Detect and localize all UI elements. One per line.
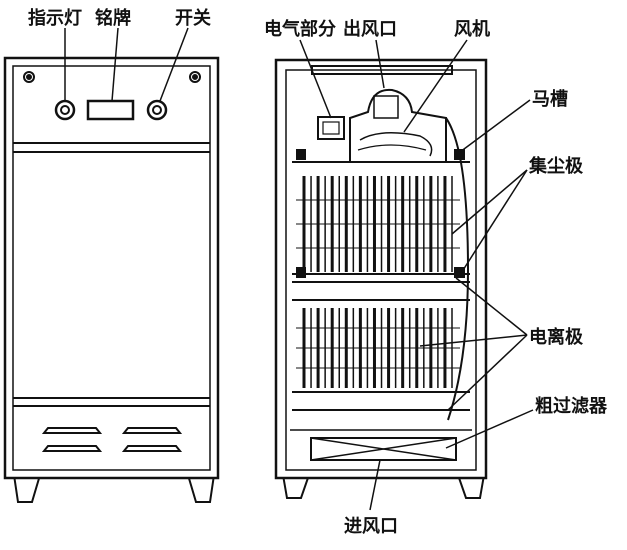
label-ionizer: 电离极	[529, 326, 584, 348]
front-cabinet	[3, 56, 220, 480]
nameplate-plate	[86, 99, 135, 121]
leader-line	[447, 334, 528, 411]
switch-knob-icon	[146, 99, 168, 121]
leader-line	[451, 169, 528, 235]
leader-line	[299, 39, 332, 119]
fan-motor	[373, 95, 399, 119]
vent-slot	[41, 445, 103, 452]
vent-slot	[41, 427, 103, 434]
label-inlet: 进风口	[344, 516, 398, 537]
leader-line	[369, 459, 381, 511]
leader-line	[159, 27, 189, 102]
indicator-light-inner	[60, 105, 70, 115]
section-view	[274, 58, 488, 499]
label-channel: 马槽	[532, 88, 568, 110]
collector-plates-lower	[296, 308, 460, 388]
screw-icon	[26, 74, 32, 80]
screw-icon	[23, 71, 35, 83]
switch-knob-inner	[152, 105, 162, 115]
leader-line	[445, 409, 534, 449]
leader-line	[403, 39, 468, 133]
label-indicator: 指示灯	[28, 7, 82, 29]
front-vents	[41, 427, 183, 452]
front-cabinet-inner	[12, 65, 211, 471]
leader-line	[455, 277, 528, 336]
leader-line	[459, 99, 531, 153]
label-prefilter: 粗过滤器	[535, 395, 608, 417]
leader-line	[457, 169, 528, 279]
leader-line	[419, 334, 528, 347]
channel-bracket-icon	[454, 149, 465, 160]
electrical-box	[322, 121, 340, 135]
collector-plates-upper	[296, 176, 460, 272]
indicator-light-icon	[54, 99, 76, 121]
label-fan: 风机	[454, 19, 490, 40]
channel-bracket-icon	[296, 267, 306, 278]
vent-slot	[121, 445, 183, 452]
air-duct	[445, 117, 470, 421]
labels: 指示灯 铭牌 开关 电气部分 出风口 风机 马槽 集尘极 电离极 粗过滤器 进风…	[28, 7, 608, 537]
filter-cross	[310, 437, 457, 461]
leader-line	[375, 39, 385, 89]
channel-bracket-icon	[296, 149, 306, 160]
front-view	[3, 27, 220, 503]
label-nameplate: 铭牌	[95, 7, 131, 29]
label-electrical: 电气部分	[264, 18, 336, 40]
fan-rotor	[357, 144, 427, 151]
label-collector: 集尘极	[528, 155, 584, 177]
fan-rotor	[359, 132, 433, 157]
label-outlet: 出风口	[343, 18, 397, 40]
leader-line	[111, 27, 119, 102]
section-leaders	[299, 39, 534, 511]
vent-slot	[121, 427, 183, 434]
screw-icon	[189, 71, 201, 83]
screw-icon	[192, 74, 198, 80]
coarse-filter	[310, 437, 457, 461]
label-switch: 开关	[175, 7, 211, 29]
